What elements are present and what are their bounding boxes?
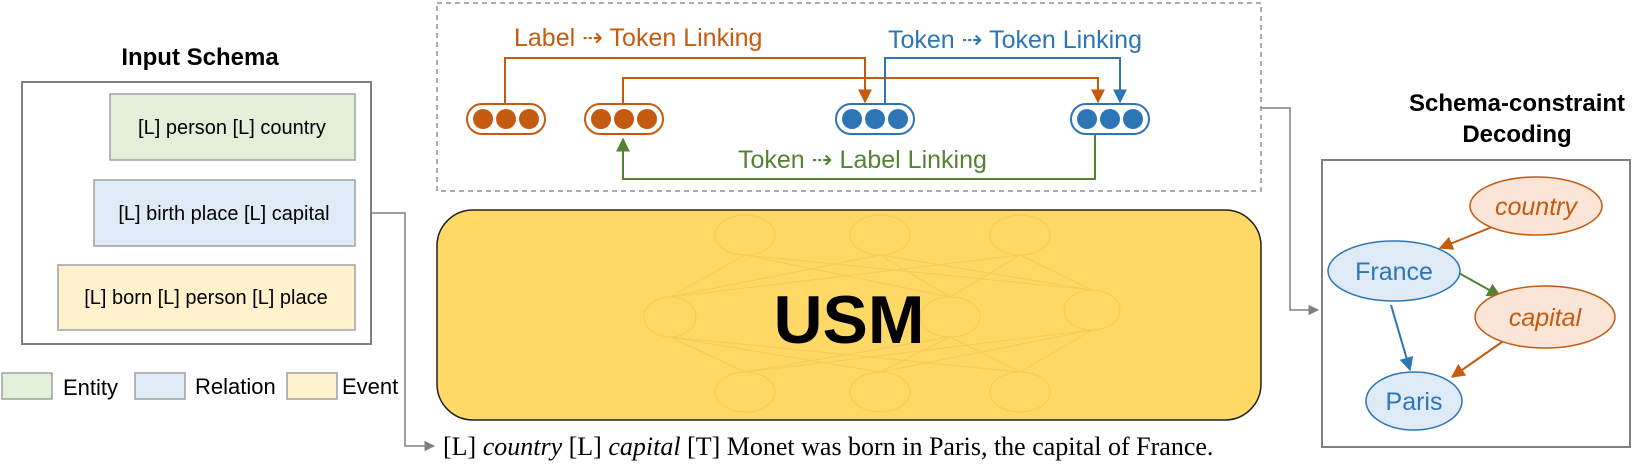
legend-entity-label: Entity	[63, 375, 118, 400]
label-token	[614, 109, 634, 129]
token-label-linking-label: Token ⇢ Label Linking	[738, 146, 987, 174]
label-token	[591, 109, 611, 129]
decoding-title-line2: Decoding	[1462, 121, 1571, 148]
usm-label: USM	[773, 282, 924, 358]
node-country	[1469, 176, 1603, 236]
entity-schema-text: [L] person [L] country	[138, 117, 326, 139]
text-token	[865, 109, 885, 129]
input-schema-panel: Input Schema [L] person [L] country [L] …	[21, 44, 372, 345]
input-label-country: country	[483, 432, 563, 461]
edge-france-paris	[1390, 304, 1414, 372]
relation-schema-box	[93, 179, 356, 247]
neural-network-watermark	[643, 214, 1121, 413]
edge-country-france	[1438, 226, 1493, 250]
text-token-group-1	[835, 103, 915, 135]
token-token-link	[884, 57, 1127, 108]
label-token	[473, 109, 493, 129]
input-label-capital: capital	[608, 432, 680, 461]
decoding-title-line1: Schema-constraint	[1409, 90, 1625, 117]
node-country-label: country	[1495, 193, 1578, 221]
linking-to-decoding-arrow	[1261, 107, 1320, 316]
relation-schema-text: [L] birth place [L] capital	[118, 203, 329, 225]
linking-panel: Label ⇢ Token Linking Token ⇢ Token Link…	[436, 2, 1262, 192]
legend-relation-swatch	[134, 372, 186, 400]
legend-event-label: Event	[342, 374, 398, 399]
edge-capital-paris	[1450, 341, 1503, 378]
text-token	[1123, 109, 1143, 129]
label-token-linking-label: Label ⇢ Token Linking	[514, 24, 762, 52]
linking-panel-border	[436, 2, 1262, 192]
label-token-group-1	[466, 103, 546, 135]
label-token-link-1	[504, 57, 872, 108]
token-label-link	[616, 135, 1096, 180]
node-paris	[1365, 371, 1463, 431]
usm-block-background	[436, 209, 1262, 421]
legend: Entity Relation Event	[1, 372, 398, 400]
node-france	[1327, 240, 1461, 302]
entity-schema-box	[109, 93, 356, 161]
decoding-panel: Schema-constraint Decoding country Franc…	[1261, 90, 1631, 448]
node-capital	[1474, 285, 1616, 349]
legend-entity-swatch	[1, 372, 53, 400]
label-token-link-2	[622, 77, 1105, 108]
input-sequence: [L] country [L] capital [T] Monet was bo…	[371, 212, 1213, 461]
input-sequence-text: [L] country [L] capital [T] Monet was bo…	[443, 432, 1213, 461]
input-sentence: [T] Monet was born in Paris, the capital…	[687, 432, 1213, 461]
node-france-label: France	[1355, 258, 1433, 286]
text-token-group-2	[1070, 103, 1150, 135]
label-token	[637, 109, 657, 129]
text-token	[842, 109, 862, 129]
text-token	[1100, 109, 1120, 129]
label-token	[519, 109, 539, 129]
node-capital-label: capital	[1509, 304, 1583, 332]
event-schema-box	[57, 264, 356, 331]
label-token	[496, 109, 516, 129]
event-schema-text: [L] born [L] person [L] place	[84, 287, 328, 309]
label-token-group-2	[584, 103, 664, 135]
text-token	[1077, 109, 1097, 129]
input-schema-title: Input Schema	[121, 44, 279, 71]
input-l-token-2: [L]	[569, 432, 602, 461]
node-paris-label: Paris	[1386, 388, 1443, 416]
text-token	[888, 109, 908, 129]
schema-to-input-arrow	[371, 212, 436, 452]
usm-model-block: USM	[436, 209, 1262, 421]
legend-relation-label: Relation	[195, 374, 276, 399]
input-l-token-1: [L]	[443, 432, 476, 461]
legend-event-swatch	[286, 372, 338, 400]
token-token-linking-label: Token ⇢ Token Linking	[888, 26, 1142, 54]
edge-france-capital	[1456, 271, 1502, 297]
